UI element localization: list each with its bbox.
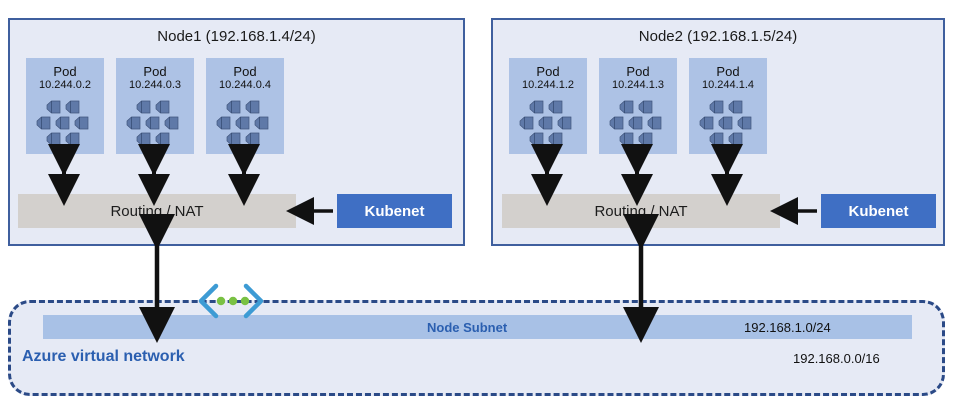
routing-nat-label: Routing / NAT (594, 202, 688, 220)
pod-ip: 10.244.1.4 (702, 79, 754, 91)
kubenet-label: Kubenet (848, 202, 909, 220)
pod-label: Pod (233, 64, 257, 79)
pod-cluster-icon (124, 100, 186, 153)
pod-label: Pod (53, 64, 77, 79)
azure-vnet-name: Azure virtual network (22, 348, 185, 365)
pod-ip: 10.244.0.2 (39, 79, 91, 91)
pod-cluster-icon (607, 100, 669, 153)
pod-ip: 10.244.1.3 (612, 79, 664, 91)
routing-nat-label: Routing / NAT (110, 202, 204, 220)
kubenet-label: Kubenet (364, 202, 425, 220)
node-subnet-cidr: 192.168.1.0/24 (744, 320, 831, 335)
kubenet-box-2[interactable]: Kubenet (821, 194, 936, 228)
pod-tile-2-1[interactable]: Pod 10.244.1.2 (509, 58, 587, 154)
pod-cluster-icon (517, 100, 579, 153)
pod-cluster-icon (34, 100, 96, 153)
node-title-2: Node2 (192.168.1.5/24) (638, 28, 798, 45)
pod-ip: 10.244.1.2 (522, 79, 574, 91)
routing-nat-bar-2: Routing / NAT (502, 194, 780, 228)
pod-label: Pod (536, 64, 560, 79)
pod-cluster-icon (697, 100, 759, 153)
pod-tile-1-2[interactable]: Pod 10.244.0.3 (116, 58, 194, 154)
pod-tile-1-3[interactable]: Pod 10.244.0.4 (206, 58, 284, 154)
node-subnet-label: Node Subnet (427, 320, 508, 335)
pod-label: Pod (626, 64, 650, 79)
pod-tile-2-3[interactable]: Pod 10.244.1.4 (689, 58, 767, 154)
kubenet-box-1[interactable]: Kubenet (337, 194, 452, 228)
node-subnet-bar (43, 315, 912, 339)
azure-vnet-cidr: 192.168.0.0/16 (793, 351, 880, 366)
pod-cluster-icon (214, 100, 276, 153)
pod-label: Pod (716, 64, 740, 79)
pod-tile-1-1[interactable]: Pod 10.244.0.2 (26, 58, 104, 154)
pod-label: Pod (143, 64, 167, 79)
pod-ip: 10.244.0.4 (219, 79, 271, 91)
routing-nat-bar-1: Routing / NAT (18, 194, 296, 228)
pod-ip: 10.244.0.3 (129, 79, 181, 91)
pod-tile-2-2[interactable]: Pod 10.244.1.3 (599, 58, 677, 154)
node-title-1: Node1 (192.168.1.4/24) (157, 28, 316, 45)
